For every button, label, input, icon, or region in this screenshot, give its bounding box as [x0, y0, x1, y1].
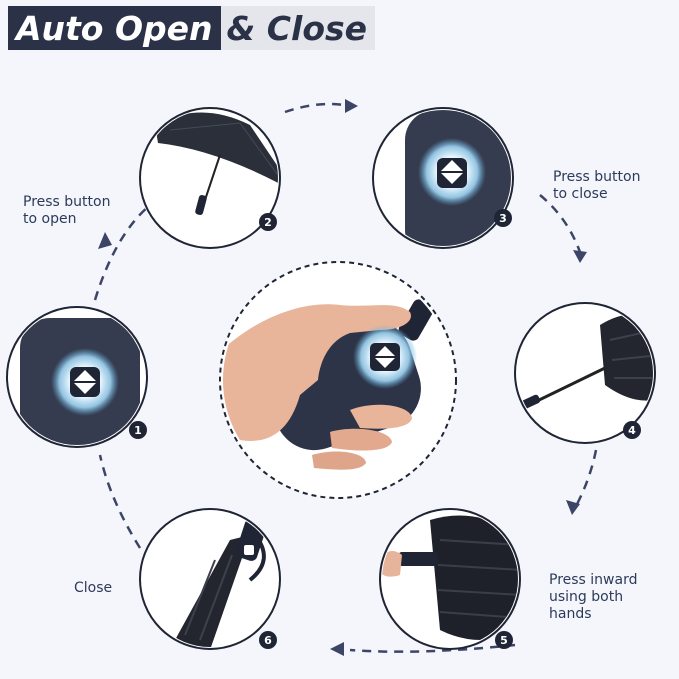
- label-press-inward-line-1: Press inward: [549, 572, 638, 588]
- label-press-to-close: Press button to close: [553, 169, 640, 203]
- step-5-photo: [379, 508, 521, 650]
- step-4-number: 4: [628, 424, 636, 437]
- label-press-to-open: Press button to open: [23, 194, 110, 228]
- step-4-photo: [514, 302, 656, 444]
- label-press-to-open-line-1: Press button: [23, 194, 111, 210]
- step-1-badge: [129, 421, 147, 439]
- step-2-photo: [139, 107, 281, 249]
- label-close-line-1: Close: [74, 580, 113, 596]
- step-6-photo: [139, 508, 281, 650]
- step-1-photo: [6, 306, 148, 448]
- label-press-to-close-line-1: Press button: [553, 169, 641, 185]
- step-3-badge: [494, 209, 512, 227]
- label-press-inward-line-2: using both: [549, 589, 624, 605]
- step-5-badge: [495, 631, 513, 649]
- arrowhead-down-icon-2: [566, 500, 580, 515]
- label-press-to-close-line-2: to close: [553, 186, 608, 202]
- step-2-number: 2: [264, 216, 272, 229]
- arrowhead-left-icon: [330, 642, 344, 656]
- arrowhead-right-icon: [345, 99, 358, 113]
- arrow-heads: [98, 99, 587, 656]
- arrowhead-up-icon: [98, 232, 112, 249]
- title-auto-open: Auto Open: [8, 6, 221, 50]
- step-2-badge: [259, 213, 277, 231]
- step-4-badge: [623, 421, 641, 439]
- label-press-to-open-line-2: to open: [23, 211, 77, 227]
- step-6-badge: [259, 631, 277, 649]
- title-banner: Auto Open & Close: [8, 6, 376, 50]
- step-3-photo: [372, 107, 514, 249]
- step-3-number: 3: [499, 212, 507, 225]
- step-6-number: 6: [264, 634, 272, 647]
- title-and-close: & Close: [220, 6, 376, 50]
- center-hand-photo: [219, 261, 457, 499]
- label-press-inward-line-3: hands: [549, 606, 592, 622]
- arrowhead-down-icon: [573, 250, 587, 263]
- step-1-number: 1: [134, 424, 142, 437]
- label-close: Close: [74, 580, 112, 597]
- step-5-number: 5: [500, 634, 508, 647]
- label-press-inward: Press inward using both hands: [549, 572, 637, 623]
